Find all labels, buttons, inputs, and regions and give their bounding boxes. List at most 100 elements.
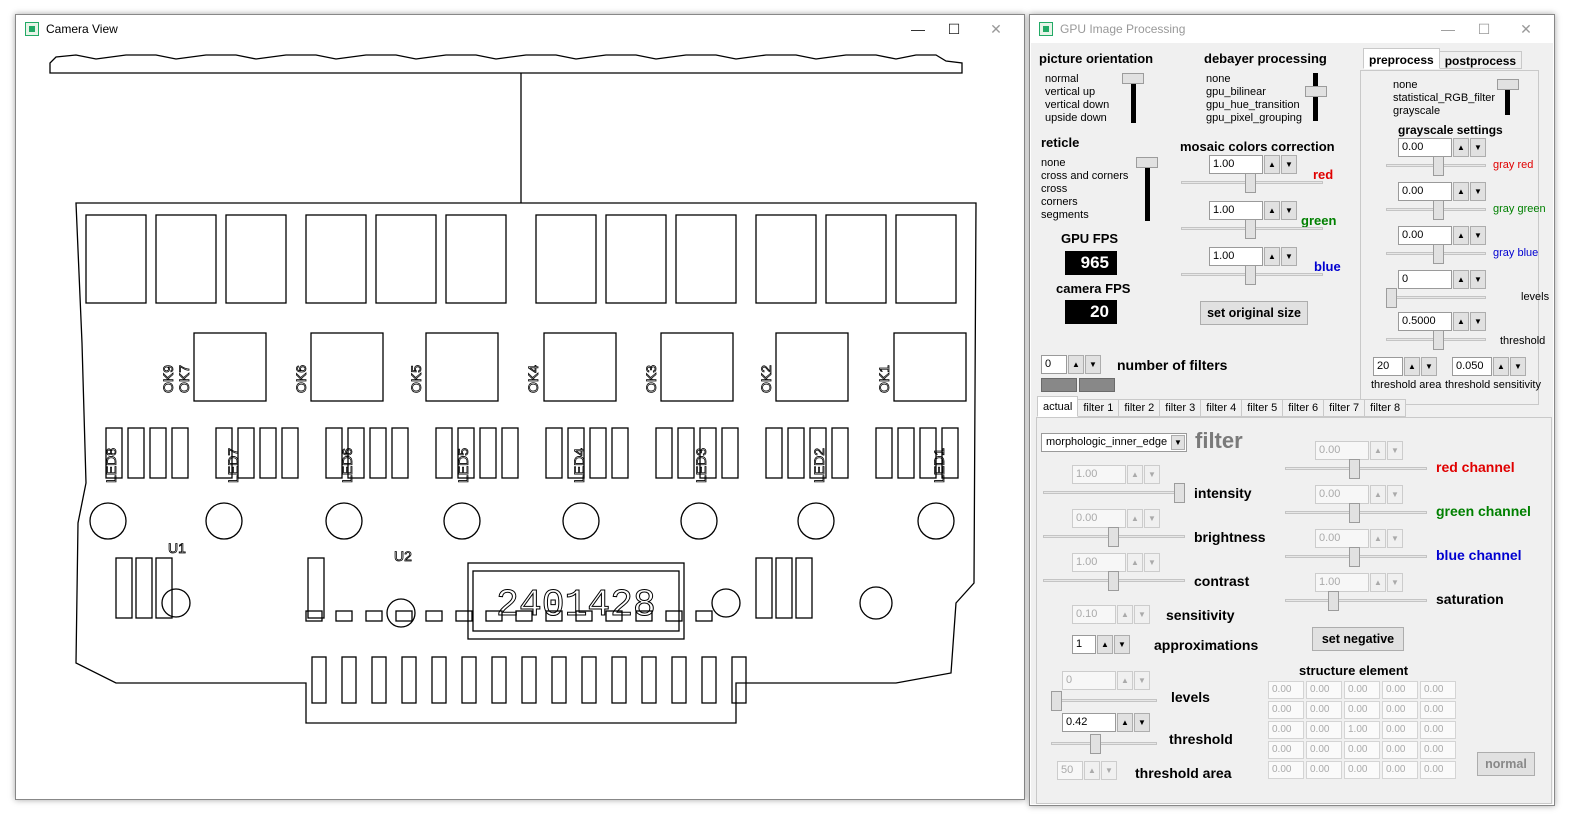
preprocess-option[interactable]: none [1393, 79, 1418, 91]
set-original-size-button[interactable]: set original size [1200, 301, 1308, 325]
green-channel-value[interactable]: 0.00 [1315, 485, 1369, 504]
matrix-cell[interactable]: 0.00 [1306, 721, 1342, 739]
spin-up-icon[interactable]: ▲ [1453, 182, 1469, 201]
saturation-value[interactable]: 1.00 [1315, 573, 1369, 592]
spin-down-icon[interactable]: ▼ [1134, 671, 1150, 690]
blue-channel-thumb[interactable] [1349, 547, 1360, 567]
spin-down-icon[interactable]: ▼ [1134, 713, 1150, 732]
gray-green-thumb[interactable] [1433, 200, 1444, 220]
mosaic-blue-thumb[interactable] [1245, 265, 1256, 285]
preprocess-slider-track[interactable] [1505, 81, 1510, 115]
spin-up-icon[interactable]: ▲ [1127, 553, 1143, 572]
preprocess-threshold-thumb[interactable] [1433, 330, 1444, 350]
gray-red-spinner[interactable]: 0.00 ▲▼ [1398, 138, 1486, 157]
matrix-cell[interactable]: 0.00 [1420, 721, 1456, 739]
mosaic-red-spinner[interactable]: 1.00 ▲▼ [1209, 155, 1297, 174]
intensity-track[interactable] [1043, 491, 1185, 494]
spin-down-icon[interactable]: ▼ [1470, 312, 1486, 331]
debayer-option[interactable]: none [1206, 73, 1231, 85]
matrix-cell[interactable]: 0.00 [1344, 761, 1380, 779]
maximize-icon[interactable]: ☐ [1477, 21, 1491, 37]
matrix-cell[interactable]: 0.00 [1420, 761, 1456, 779]
gray-blue-thumb[interactable] [1433, 244, 1444, 264]
levels-thumb[interactable] [1051, 691, 1062, 711]
tab-filter-7[interactable]: filter 7 [1323, 399, 1366, 417]
matrix-cell[interactable]: 0.00 [1268, 741, 1304, 759]
spin-down-icon[interactable]: ▼ [1470, 270, 1486, 289]
spin-down-icon[interactable]: ▼ [1387, 485, 1403, 504]
sensitivity-value[interactable]: 0.10 [1072, 605, 1116, 624]
matrix-cell[interactable]: 0.00 [1382, 701, 1418, 719]
threshold-area-spinner[interactable]: 20 ▲▼ [1373, 357, 1437, 376]
preprocess-levels-spinner[interactable]: 0 ▲▼ [1398, 270, 1486, 289]
contrast-spinner[interactable]: 1.00 ▲▼ [1072, 553, 1160, 572]
filter-swatch-1[interactable] [1041, 378, 1077, 392]
levels-value[interactable]: 0 [1062, 671, 1116, 690]
reticle-slider-track[interactable] [1145, 157, 1150, 221]
spin-up-icon[interactable]: ▲ [1453, 270, 1469, 289]
intensity-value[interactable]: 1.00 [1072, 465, 1126, 484]
spin-down-icon[interactable]: ▼ [1281, 155, 1297, 174]
spin-down-icon[interactable]: ▼ [1144, 553, 1160, 572]
saturation-thumb[interactable] [1328, 591, 1339, 611]
matrix-cell[interactable]: 0.00 [1344, 701, 1380, 719]
debayer-option[interactable]: gpu_pixel_grouping [1206, 112, 1303, 124]
matrix-cell[interactable]: 0.00 [1344, 741, 1380, 759]
number-of-filters-value[interactable]: 0 [1041, 355, 1067, 374]
spin-down-icon[interactable]: ▼ [1085, 355, 1101, 374]
reticle-slider-thumb[interactable] [1136, 157, 1158, 168]
debayer-slider-track[interactable] [1313, 73, 1318, 121]
threshold-sensitivity-spinner[interactable]: 0.050 ▲▼ [1452, 357, 1526, 376]
gray-red-thumb[interactable] [1433, 156, 1444, 176]
threshold-track[interactable] [1051, 742, 1157, 745]
matrix-cell[interactable]: 0.00 [1306, 681, 1342, 699]
tab-filter-4[interactable]: filter 4 [1200, 399, 1243, 417]
spin-up-icon[interactable]: ▲ [1493, 357, 1509, 376]
levels-spinner[interactable]: 0 ▲▼ [1062, 671, 1150, 690]
mosaic-green-spinner[interactable]: 1.00 ▲▼ [1209, 201, 1297, 220]
spin-down-icon[interactable]: ▼ [1387, 573, 1403, 592]
red-channel-thumb[interactable] [1349, 459, 1360, 479]
threshold-area-filter-spinner[interactable]: 50 ▲▼ [1057, 761, 1117, 780]
matrix-cell[interactable]: 0.00 [1420, 701, 1456, 719]
spin-up-icon[interactable]: ▲ [1097, 635, 1113, 654]
spin-up-icon[interactable]: ▲ [1370, 529, 1386, 548]
debayer-slider-thumb[interactable] [1305, 86, 1327, 97]
saturation-track[interactable] [1285, 599, 1427, 602]
green-channel-spinner[interactable]: 0.00 ▲▼ [1315, 485, 1403, 504]
matrix-cell[interactable]: 0.00 [1420, 741, 1456, 759]
contrast-value[interactable]: 1.00 [1072, 553, 1126, 572]
spin-up-icon[interactable]: ▲ [1068, 355, 1084, 374]
tab-filter-3[interactable]: filter 3 [1159, 399, 1202, 417]
spin-up-icon[interactable]: ▲ [1084, 761, 1100, 780]
preprocess-option[interactable]: statistical_RGB_filter [1393, 92, 1496, 104]
spin-down-icon[interactable]: ▼ [1470, 226, 1486, 245]
reticle-option[interactable]: corners [1041, 196, 1078, 208]
orientation-option[interactable]: vertical up [1045, 86, 1096, 98]
brightness-thumb[interactable] [1108, 527, 1119, 547]
spin-down-icon[interactable]: ▼ [1134, 605, 1150, 624]
spin-down-icon[interactable]: ▼ [1421, 357, 1437, 376]
preprocess-slider-thumb[interactable] [1497, 79, 1519, 90]
gray-blue-value[interactable]: 0.00 [1398, 226, 1452, 245]
spin-up-icon[interactable]: ▲ [1453, 226, 1469, 245]
spin-down-icon[interactable]: ▼ [1470, 138, 1486, 157]
approximations-spinner[interactable]: 1 ▲▼ [1072, 635, 1130, 654]
number-of-filters-spinner[interactable]: 0 ▲▼ [1041, 355, 1101, 374]
spin-up-icon[interactable]: ▲ [1370, 573, 1386, 592]
mosaic-blue-spinner[interactable]: 1.00 ▲▼ [1209, 247, 1297, 266]
mosaic-green-value[interactable]: 1.00 [1209, 201, 1263, 220]
debayer-option[interactable]: gpu_bilinear [1206, 86, 1266, 98]
spin-up-icon[interactable]: ▲ [1453, 138, 1469, 157]
red-channel-spinner[interactable]: 0.00 ▲▼ [1315, 441, 1403, 460]
spin-up-icon[interactable]: ▲ [1404, 357, 1420, 376]
mosaic-blue-value[interactable]: 1.00 [1209, 247, 1263, 266]
reticle-option[interactable]: none [1041, 157, 1066, 169]
threshold-value[interactable]: 0.42 [1062, 713, 1116, 732]
blue-channel-value[interactable]: 0.00 [1315, 529, 1369, 548]
filter-type-select[interactable]: morphologic_inner_edge ▼ [1041, 433, 1187, 452]
minimize-icon[interactable]: — [1441, 21, 1455, 37]
threshold-spinner[interactable]: 0.42 ▲▼ [1062, 713, 1150, 732]
matrix-cell[interactable]: 0.00 [1268, 681, 1304, 699]
spin-down-icon[interactable]: ▼ [1281, 247, 1297, 266]
